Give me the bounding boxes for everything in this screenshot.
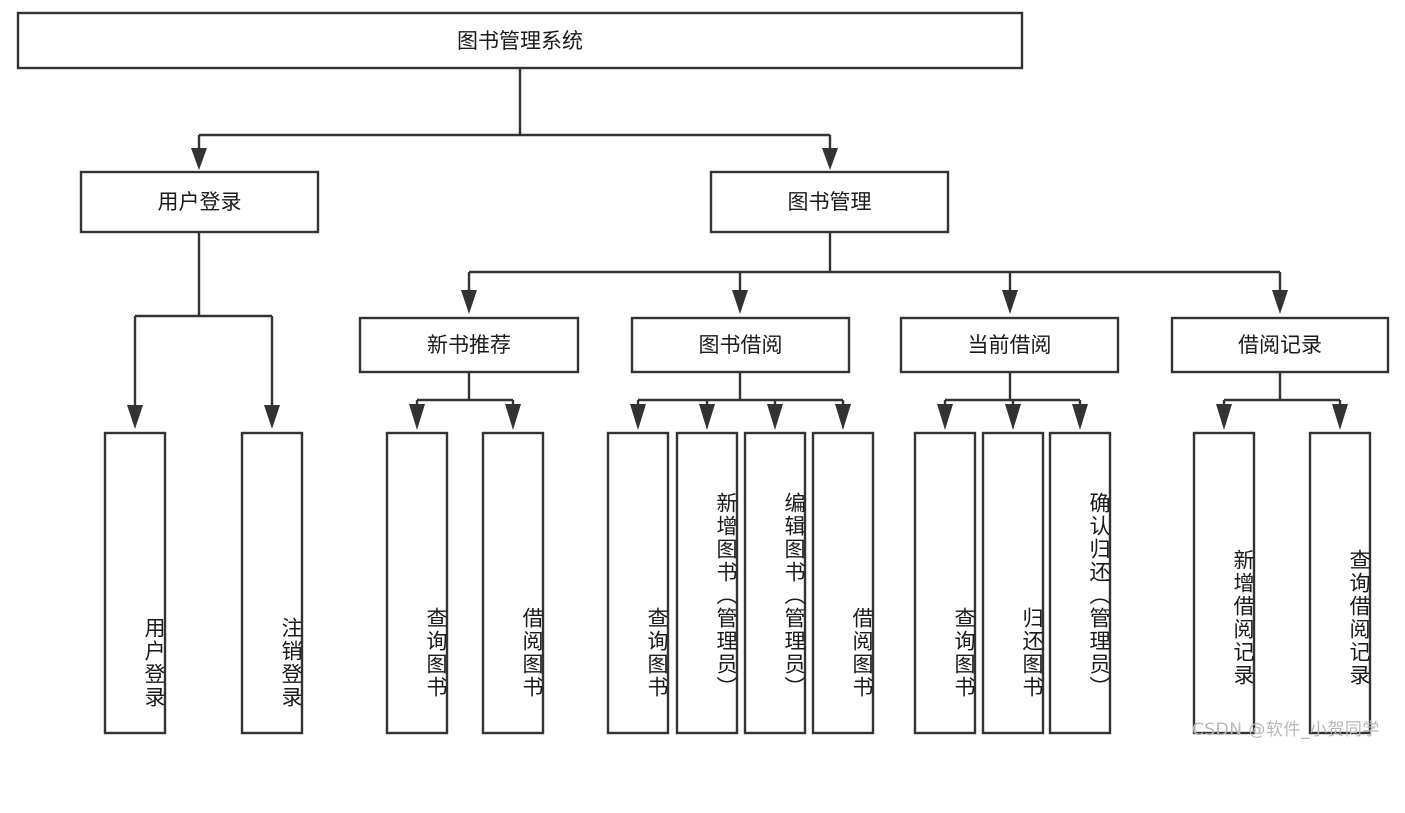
arrow-head-leaf-add-record	[1216, 404, 1232, 430]
node-current-borrow[interactable]: 当前借阅	[899, 316, 1120, 374]
arrow-head-book-borrow	[732, 290, 748, 314]
arrow-head-leaf-return-book	[1005, 404, 1021, 430]
connector-borrow-record-to-leaves	[1222, 372, 1342, 408]
leaf-box-confirm-return[interactable]	[1048, 431, 1112, 735]
leaf-box-query-book-2[interactable]	[606, 431, 670, 735]
arrow-head-user-login	[191, 148, 207, 170]
arrow-head-leaf-query-book-3	[937, 404, 953, 430]
leaf-box-query-book-3[interactable]	[913, 431, 977, 735]
arrow-head-leaf-logout-login	[264, 405, 280, 429]
node-user-login-label: 用户登录	[158, 190, 242, 214]
node-book-manage[interactable]: 图书管理	[709, 170, 950, 234]
leaf-box-query-record[interactable]	[1308, 431, 1372, 735]
leaf-box-borrow-book-2[interactable]	[811, 431, 875, 735]
node-borrow-record-label: 借阅记录	[1238, 333, 1322, 357]
leaf-box-logout-login[interactable]	[240, 431, 304, 735]
node-book-borrow-label: 图书借阅	[699, 333, 783, 357]
arrow-head-new-book-rec	[461, 290, 477, 314]
node-current-borrow-label: 当前借阅	[968, 333, 1052, 357]
flowchart-diagram: 图书管理系统 用户登录 图书管理 新书推荐 图书借阅 当前借阅 借阅记录	[16, 11, 1390, 740]
flowchart-svg: 图书管理系统 用户登录 图书管理 新书推荐 图书借阅 当前借阅 借阅记录	[16, 11, 1390, 735]
arrow-head-borrow-record	[1272, 290, 1288, 314]
node-user-login[interactable]: 用户登录	[79, 170, 320, 234]
arrow-head-leaf-query-record	[1332, 404, 1348, 430]
leaf-box-borrow-book-1[interactable]	[481, 431, 545, 735]
connector-user-login-to-leaves	[133, 232, 274, 405]
leaf-box-add-record[interactable]	[1192, 431, 1256, 735]
arrow-head-current-borrow	[1002, 290, 1018, 314]
arrow-head-leaf-borrow-book-1	[505, 404, 521, 430]
connector-new-book-rec-to-leaves	[415, 372, 515, 408]
leaf-box-user-login[interactable]	[103, 431, 167, 735]
leaf-box-add-book[interactable]	[675, 431, 739, 735]
node-root-label: 图书管理系统	[457, 29, 583, 53]
node-new-book-rec-label: 新书推荐	[427, 333, 511, 357]
node-book-manage-label: 图书管理	[788, 190, 872, 214]
arrow-head-leaf-confirm-return	[1072, 404, 1088, 430]
node-new-book-rec[interactable]: 新书推荐	[358, 316, 580, 374]
arrow-head-leaf-query-book-1	[409, 404, 425, 430]
arrow-head-leaf-borrow-book-2	[835, 404, 851, 430]
arrow-head-leaf-query-book-2	[630, 404, 646, 430]
leaf-box-return-book[interactable]	[981, 431, 1045, 735]
leaf-box-edit-book[interactable]	[743, 431, 807, 735]
arrow-head-leaf-edit-book	[767, 404, 783, 430]
leaf-box-query-book-1[interactable]	[385, 431, 449, 735]
csdn-watermark: CSDN @软件_小贺同学	[1192, 720, 1380, 740]
connector-current-borrow-to-leaves	[943, 372, 1082, 408]
connector-root-to-level2	[197, 68, 832, 148]
arrow-head-book-manage	[822, 148, 838, 170]
arrow-head-leaf-add-book	[699, 404, 715, 430]
connector-book-manage-to-level3	[467, 232, 1282, 290]
connector-book-borrow-to-leaves	[636, 372, 845, 408]
arrow-head-leaf-user-login	[127, 405, 143, 429]
node-book-borrow[interactable]: 图书借阅	[630, 316, 851, 374]
node-root[interactable]: 图书管理系统	[16, 11, 1024, 70]
node-borrow-record[interactable]: 借阅记录	[1170, 316, 1390, 374]
